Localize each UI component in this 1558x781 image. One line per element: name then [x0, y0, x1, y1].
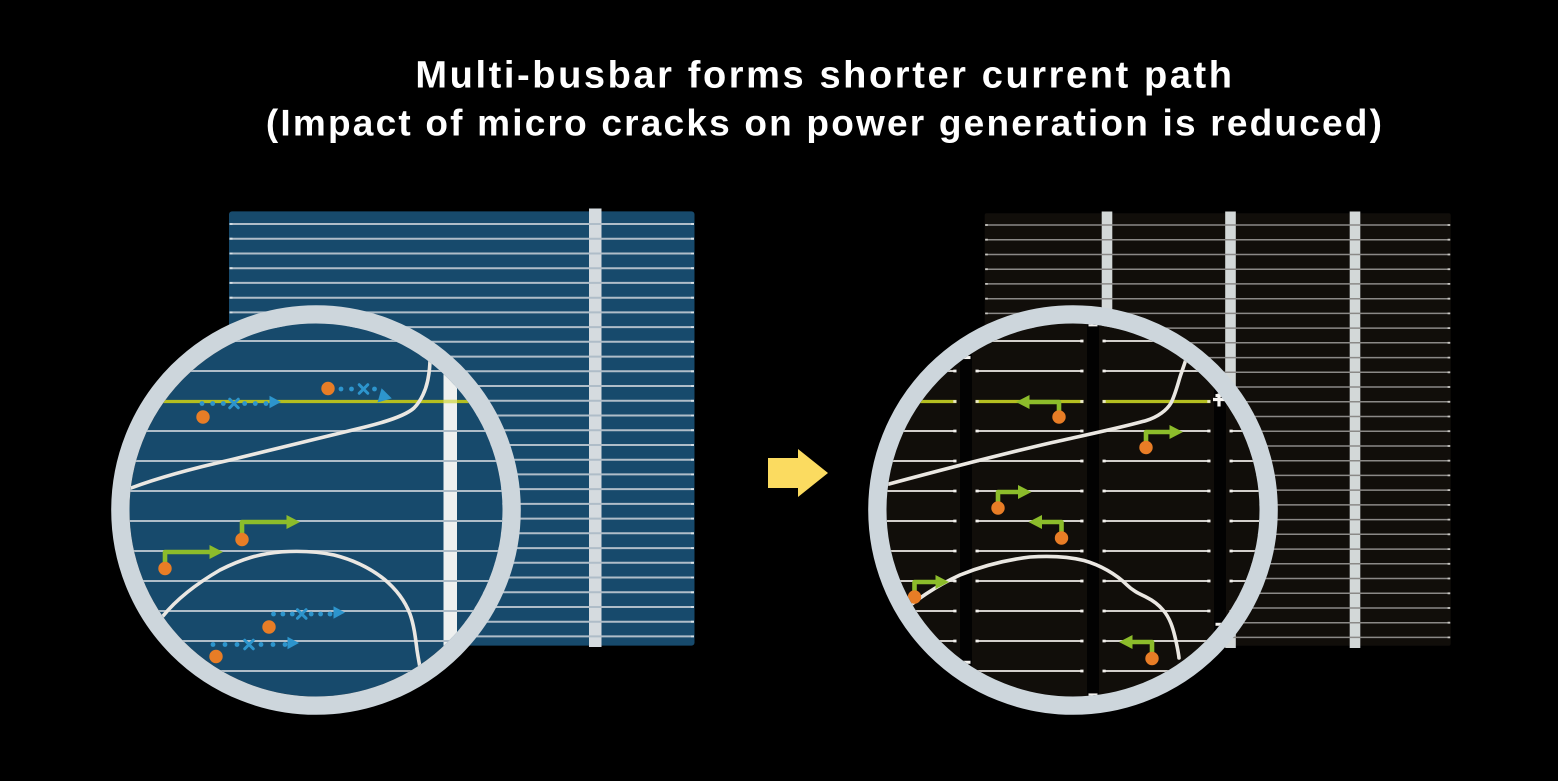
svg-text:(Impact of micro cracks on pow: (Impact of micro cracks on power generat…	[266, 103, 1384, 144]
svg-text:Multi-busbar forms shorter cur: Multi-busbar forms shorter current path	[415, 55, 1234, 97]
